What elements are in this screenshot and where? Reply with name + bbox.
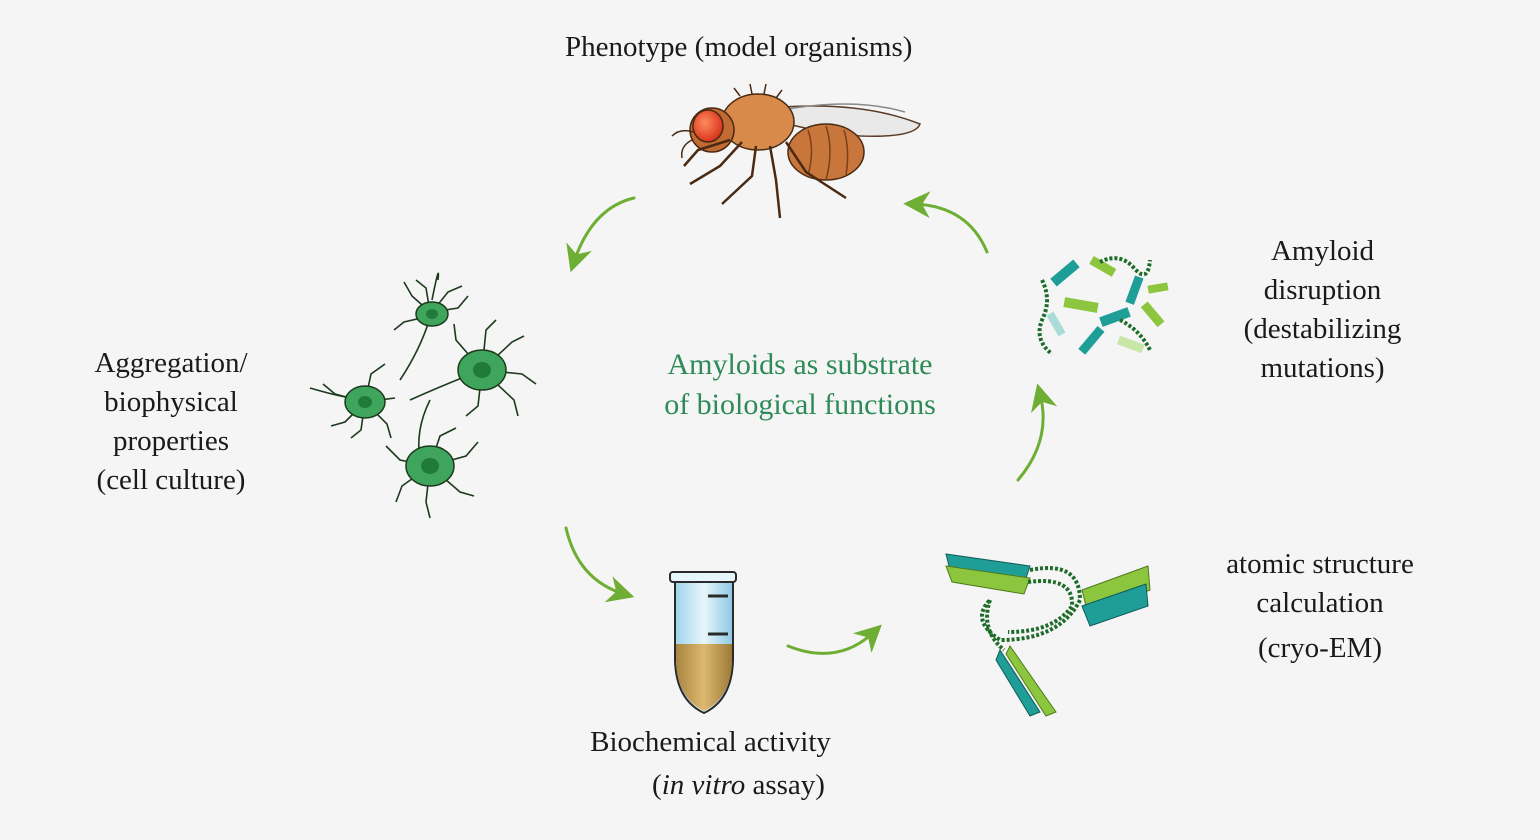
phenotype-label: Phenotype (model organisms): [565, 28, 912, 67]
cycle-arrows: [564, 191, 1058, 655]
assay-italic: in vitro: [661, 769, 746, 801]
atomic-structure-label: atomic structure calculation (cryo-EM): [1205, 545, 1435, 668]
disruption-line-4: mutations): [1260, 352, 1385, 384]
fly-icon: [671, 83, 921, 219]
disruption-line-1: Amyloid: [1270, 235, 1375, 267]
arrow-phenotype-to-aggregation: [566, 196, 636, 273]
biochemical-line-1: Biochemical activity: [590, 726, 831, 758]
disrupted-amyloid-icon: [1037, 256, 1169, 356]
assay-open: (: [652, 769, 662, 801]
arrow-disruption-to-phenotype: [903, 191, 989, 254]
neurons-icon: [309, 272, 537, 519]
center-title: Amyloids as substrate of biological func…: [590, 345, 1010, 425]
aggregation-line-2: biophysical: [104, 386, 238, 418]
aggregation-line-3: properties: [113, 425, 229, 457]
arrow-aggregation-to-biochemical: [564, 526, 635, 603]
neuron-nuclei: [358, 309, 491, 474]
atomic-line-2: calculation: [1256, 587, 1384, 619]
assay-rest: assay): [745, 769, 825, 801]
center-title-line2: of biological functions: [664, 388, 936, 421]
aggregation-line-4: (cell culture): [96, 464, 246, 496]
aggregation-label: Aggregation/ biophysical properties (cel…: [76, 344, 266, 500]
fibril-structure-icon: [945, 553, 1151, 717]
disruption-line-3: (destabilizing: [1243, 313, 1402, 345]
test-tube-icon: [669, 571, 737, 715]
arrow-structure-to-disruption: [1016, 383, 1058, 482]
disruption-line-2: disruption: [1263, 274, 1382, 306]
center-title-line1: Amyloids as substrate: [667, 348, 933, 381]
arrow-biochemical-to-structure: [786, 624, 882, 655]
aggregation-line-1: Aggregation/: [94, 347, 248, 379]
biochemical-label: Biochemical activity (in vitro assay): [568, 723, 853, 805]
atomic-line-3: (cryo-EM): [1257, 632, 1382, 664]
assay-line: (in vitro assay): [568, 766, 853, 805]
phenotype-label-text: Phenotype (model organisms): [565, 31, 913, 63]
disruption-label: Amyloid disruption (destabilizing mutati…: [1225, 232, 1420, 388]
atomic-line-1: atomic structure: [1226, 548, 1414, 580]
